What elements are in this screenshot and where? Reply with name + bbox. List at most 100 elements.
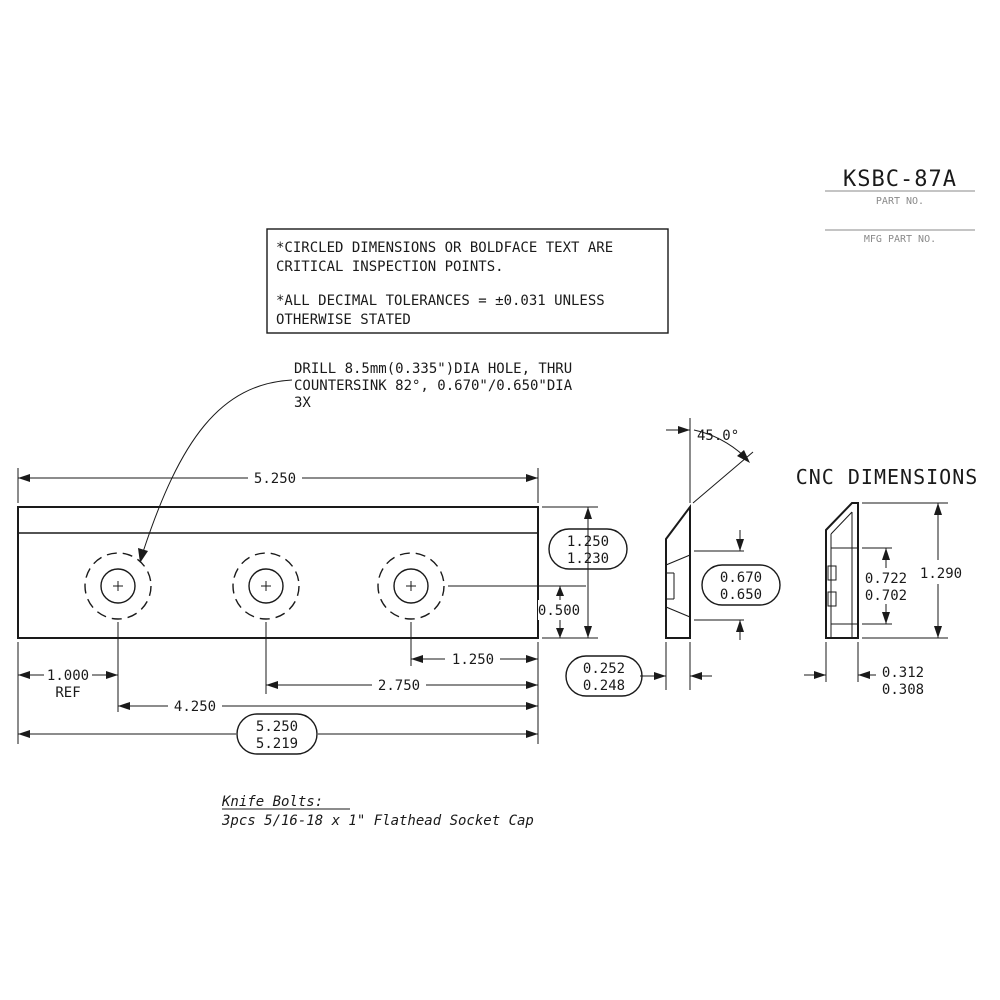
dim-end-offset: 1.250 (411, 652, 538, 668)
callout-line-2: COUNTERSINK 82°, 0.670"/0.650"DIA (294, 378, 573, 394)
critical-dimension-capsule (548, 528, 628, 570)
arrowhead (814, 671, 826, 679)
arrowhead (556, 628, 564, 638)
hole-1 (84, 552, 152, 620)
arrowhead (690, 672, 702, 680)
arrowhead (266, 681, 278, 689)
arrowhead (736, 539, 744, 551)
knife-outline (17, 506, 539, 639)
dim-countersink: 0.670 0.650 (694, 530, 781, 640)
arrowhead (18, 730, 30, 738)
dim-text-max: 5.250 (256, 719, 298, 735)
title-block: KSBC-87A PART NO. MFG PART NO. (825, 167, 975, 245)
dim-cnc-height: 1.290 (862, 502, 962, 639)
countersink-top-edge (665, 554, 691, 566)
text-backing (538, 600, 582, 620)
thru-hole-circle (100, 568, 136, 604)
side-view: 45.0° 0.670 0.650 0.252 0.248 (565, 418, 781, 697)
callout-leader (142, 379, 293, 553)
dim-thickness: 0.252 0.248 (565, 642, 712, 697)
countersink-circle (377, 552, 445, 620)
dim-text: 45.0° (697, 428, 739, 444)
slot-mark (827, 565, 837, 581)
dim-text: 4.250 (174, 699, 216, 715)
ref-label: REF (55, 685, 80, 701)
hole-3 (377, 552, 445, 620)
side-profile (665, 504, 691, 639)
callout-line-3: 3X (294, 395, 311, 411)
dim-text-max: 0.252 (583, 661, 625, 677)
countersink-circle (84, 552, 152, 620)
arrowhead (18, 671, 30, 679)
cnc-view: CNC DIMENSIONS 1.290 0.722 0.7 (796, 465, 979, 698)
arrowhead (736, 620, 744, 632)
arrowhead (737, 450, 750, 463)
arrowhead (584, 626, 592, 638)
arrowhead (584, 507, 592, 519)
dim-text: 0.500 (538, 603, 580, 619)
arrowhead (654, 672, 666, 680)
dim-text: 2.750 (378, 678, 420, 694)
critical-dimension-capsule (565, 655, 643, 697)
notes-box: *CIRCLED DIMENSIONS OR BOLDFACE TEXT ARE… (266, 228, 669, 334)
dim-cnc-thickness: 0.312 0.308 (804, 642, 924, 698)
bevel-inner-line (830, 511, 853, 535)
dim-hole-spacing-2750: 2.750 (266, 678, 538, 694)
arrowhead (411, 655, 423, 663)
slot-mark (827, 591, 837, 607)
cnc-title: CNC DIMENSIONS (796, 465, 979, 489)
arrowhead (526, 681, 538, 689)
dim-text-max: 1.250 (567, 534, 609, 550)
arrowhead (934, 626, 942, 638)
arrowhead (678, 426, 690, 434)
cnc-profile (825, 502, 859, 639)
dim-overall-length-critical: 5.250 5.219 (18, 713, 538, 755)
arrowhead (882, 548, 890, 560)
dim-text: 1.290 (920, 566, 962, 582)
hole-2 (232, 552, 300, 620)
dim-text: 1.000 (47, 668, 89, 684)
critical-dimension-capsule (236, 713, 318, 755)
arrowhead (858, 671, 870, 679)
dim-text: 1.250 (452, 652, 494, 668)
dim-text-min: 1.230 (567, 551, 609, 567)
mfg-part-no-label: MFG PART NO. (864, 234, 936, 245)
note-line-4: OTHERWISE STATED (276, 312, 411, 328)
arrowhead (556, 586, 564, 596)
note-line-3: *ALL DECIMAL TOLERANCES = ±0.031 UNLESS (276, 293, 605, 309)
dim-text-min: 0.248 (583, 678, 625, 694)
note-line-2: CRITICAL INSPECTION POINTS. (276, 259, 504, 275)
dim-text-max: 0.312 (882, 665, 924, 681)
drill-callout: DRILL 8.5mm(0.335")DIA HOLE, THRU COUNTE… (138, 361, 573, 563)
dim-overall-top: 5.250 (17, 468, 539, 503)
callout-leader-arrow (138, 548, 148, 563)
arrowhead (526, 474, 538, 482)
callout-line-1: DRILL 8.5mm(0.335")DIA HOLE, THRU (294, 361, 572, 377)
part-number: KSBC-87A (843, 167, 957, 192)
arrowhead (526, 655, 538, 663)
notes-frame (266, 228, 669, 334)
arrowhead (106, 671, 118, 679)
dim-text-max: 0.670 (720, 570, 762, 586)
dim-text-min: 0.650 (720, 587, 762, 603)
thru-hole-circle (248, 568, 284, 604)
dim-hole-spacing-4250: 4.250 (118, 699, 538, 715)
arrowhead (526, 730, 538, 738)
dim-text-min: 0.308 (882, 682, 924, 698)
countersink-circle (232, 552, 300, 620)
front-view: 5.250 1.250 1.230 0.500 (17, 468, 628, 755)
thru-hole-circle (393, 568, 429, 604)
critical-dimension-capsule (701, 564, 781, 606)
dim-hole-height: 0.500 (538, 586, 582, 638)
knife-bolts-note: Knife Bolts: 3pcs 5/16-18 x 1" Flathead … (221, 794, 534, 829)
arrowhead (18, 474, 30, 482)
dim-text-max: 0.722 (865, 571, 907, 587)
arrowhead (882, 612, 890, 624)
knife-bolts-heading: Knife Bolts: (221, 794, 323, 810)
part-no-label: PART NO. (876, 196, 924, 207)
dim-text: 5.250 (254, 471, 296, 487)
note-line-1: *CIRCLED DIMENSIONS OR BOLDFACE TEXT ARE (276, 240, 613, 256)
arrowhead (118, 702, 130, 710)
dim-bevel-angle: 45.0° (666, 418, 754, 504)
